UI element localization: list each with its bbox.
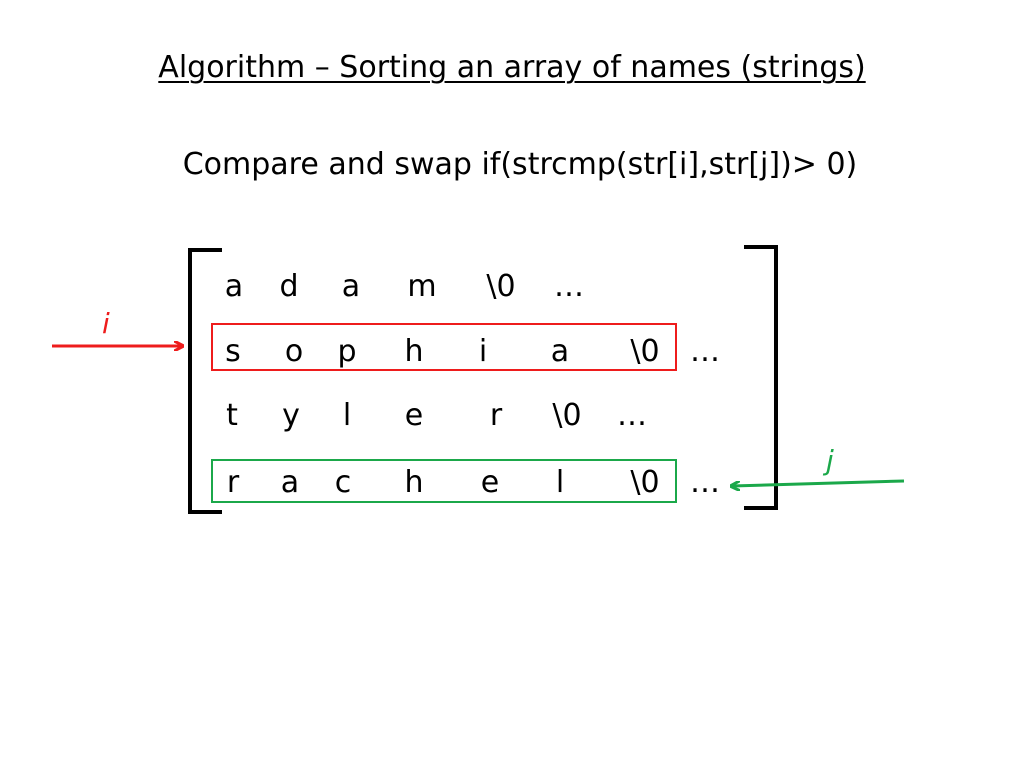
matrix-cell: m <box>407 269 436 304</box>
matrix-cell: y <box>282 398 300 433</box>
matrix-cell: a <box>342 269 360 304</box>
matrix-cell: l <box>556 465 564 500</box>
matrix-cell: … <box>690 334 720 369</box>
matrix-cell: a <box>225 269 243 304</box>
i-pointer-label: i <box>102 307 110 340</box>
matrix-cell: e <box>405 398 423 433</box>
matrix-cell: c <box>335 465 352 500</box>
matrix-cell: h <box>404 465 423 500</box>
matrix-cell: a <box>281 465 299 500</box>
j-pointer-arrow <box>732 479 905 486</box>
row-j-highlight-box <box>211 459 677 503</box>
matrix-cell: r <box>490 398 503 433</box>
matrix-row-adam: a d a m \0 … <box>225 269 584 304</box>
matrix-row-tyler: t y l e r \0 … <box>226 398 647 433</box>
matrix-cell: \0 <box>486 269 515 304</box>
right-bracket <box>744 245 778 510</box>
matrix-cell: s <box>225 334 241 369</box>
matrix-cell: a <box>551 334 569 369</box>
slide-subtitle: Compare and swap if(strcmp(str[i],str[j]… <box>182 147 858 182</box>
matrix-cell: i <box>479 334 487 369</box>
matrix-cell: … <box>690 465 720 500</box>
matrix-cell: \0 <box>630 334 659 369</box>
matrix-cell: p <box>337 334 356 369</box>
matrix-cell: r <box>227 465 240 500</box>
matrix-cell: \0 <box>630 465 659 500</box>
slide-title: Algorithm – Sorting an array of names (s… <box>0 48 1024 88</box>
matrix-cell: h <box>404 334 423 369</box>
matrix-cell: \0 <box>552 398 581 433</box>
matrix-row-sophia: s o p h i a \0 … <box>225 334 720 369</box>
left-bracket <box>188 248 222 514</box>
matrix-cell: d <box>279 269 298 304</box>
matrix-cell: l <box>343 398 351 433</box>
matrix-row-rachel: r a c h e l \0 … <box>227 465 720 500</box>
j-pointer-label: j <box>822 444 834 477</box>
matrix-cell: o <box>285 334 303 369</box>
row-i-highlight-box <box>211 323 677 371</box>
matrix-cell: … <box>617 398 647 433</box>
slide-title-text: Algorithm – Sorting an array of names (s… <box>158 50 866 85</box>
matrix-cell: … <box>554 269 584 304</box>
matrix-cell: e <box>481 465 499 500</box>
matrix-cell: t <box>226 398 238 433</box>
